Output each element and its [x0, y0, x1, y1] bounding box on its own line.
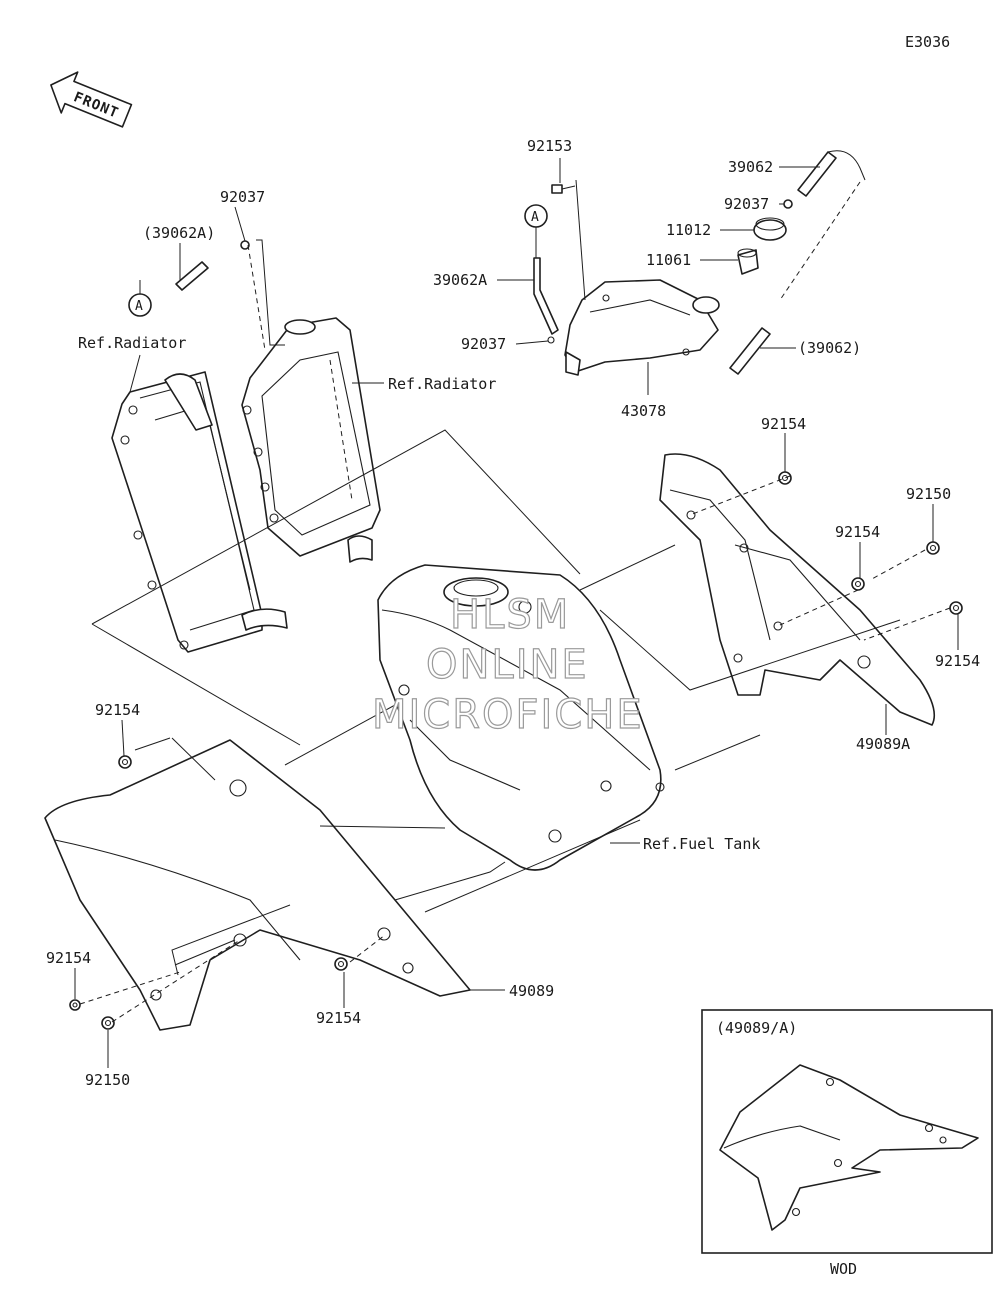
label-92154-r3: 92154	[935, 652, 980, 670]
callout-a-top-label: A	[531, 210, 539, 225]
label-11061: 11061	[646, 251, 691, 269]
label-92154-l2: 92154	[46, 949, 91, 967]
reservoir-cap	[753, 217, 787, 241]
bolt-92153	[551, 184, 576, 194]
hose-39062a-small	[175, 261, 209, 291]
watermark-line-3: MICROFICHE	[372, 692, 644, 738]
label-49089: 49089	[509, 982, 554, 1000]
hose-39062a	[533, 257, 559, 344]
overflow-hose-lower	[729, 327, 771, 375]
bolt-92150-r	[926, 541, 940, 555]
label-92037-tank: 92037	[461, 335, 506, 353]
label-92037-cap: 92037	[724, 195, 769, 213]
label-39062a-hose: 39062A	[433, 271, 487, 289]
inset-title: (49089/A)	[716, 1019, 797, 1037]
label-43078: 43078	[621, 402, 666, 420]
reservoir-fitting	[737, 248, 759, 275]
label-49089a: 49089A	[856, 735, 910, 753]
bolt-92154-r1	[778, 471, 792, 485]
label-92150-l: 92150	[85, 1071, 130, 1089]
left-radiator	[111, 371, 288, 653]
assembly-lines	[79, 244, 951, 1023]
label-39062-top: 39062	[728, 158, 773, 176]
bolt-92154-l1	[118, 755, 132, 769]
label-ref-radiator-left: Ref.Radiator	[78, 334, 186, 352]
right-radiator	[241, 317, 381, 563]
label-92154-l1: 92154	[95, 701, 140, 719]
label-ref-fuel-tank: Ref.Fuel Tank	[643, 835, 760, 853]
left-shroud	[44, 739, 471, 1031]
bolt-92150-l	[101, 1016, 115, 1030]
front-arrow-icon: FRONT	[50, 71, 133, 128]
label-39062-paren: (39062)	[798, 339, 861, 357]
bolt-92154-l3	[334, 957, 348, 971]
overflow-hose-top	[779, 150, 866, 301]
label-ref-radiator-right: Ref.Radiator	[388, 375, 496, 393]
inset-box: (49089/A) WOD	[701, 1009, 993, 1278]
label-92037-left: 92037	[220, 188, 265, 206]
label-92150-r: 92150	[906, 485, 951, 503]
fuel-tank	[377, 564, 665, 871]
inset-caption: WOD	[830, 1260, 857, 1278]
callout-a-left: A	[128, 293, 152, 317]
callout-a-left-label: A	[135, 299, 143, 314]
inset-shroud	[719, 1064, 979, 1231]
bolt-92154-r3	[949, 601, 963, 615]
watermark-line-1: HLSM	[450, 592, 570, 638]
clamp-left	[240, 240, 250, 250]
label-92153: 92153	[527, 137, 572, 155]
bolt-92154-l2	[69, 999, 81, 1011]
watermark: HLSM ONLINE MICROFICHE	[371, 591, 644, 738]
label-92154-r1: 92154	[761, 415, 806, 433]
part-labels: 92153 39062 92037 11012 11061 39062A 920…	[46, 137, 980, 1089]
watermark-line-2: ONLINE	[426, 642, 589, 688]
bolt-92154-r2	[851, 577, 865, 591]
label-92154-r2: 92154	[835, 523, 880, 541]
label-11012: 11012	[666, 221, 711, 239]
callout-a-top: A	[524, 204, 548, 228]
clamp-cap	[783, 199, 793, 209]
diagram-code: E3036	[905, 33, 950, 51]
right-shroud	[659, 453, 936, 726]
leader-lines	[74, 158, 959, 1068]
reservoir-tank	[564, 279, 720, 376]
label-92154-l3: 92154	[316, 1009, 361, 1027]
label-39062a-paren: (39062A)	[143, 224, 215, 242]
